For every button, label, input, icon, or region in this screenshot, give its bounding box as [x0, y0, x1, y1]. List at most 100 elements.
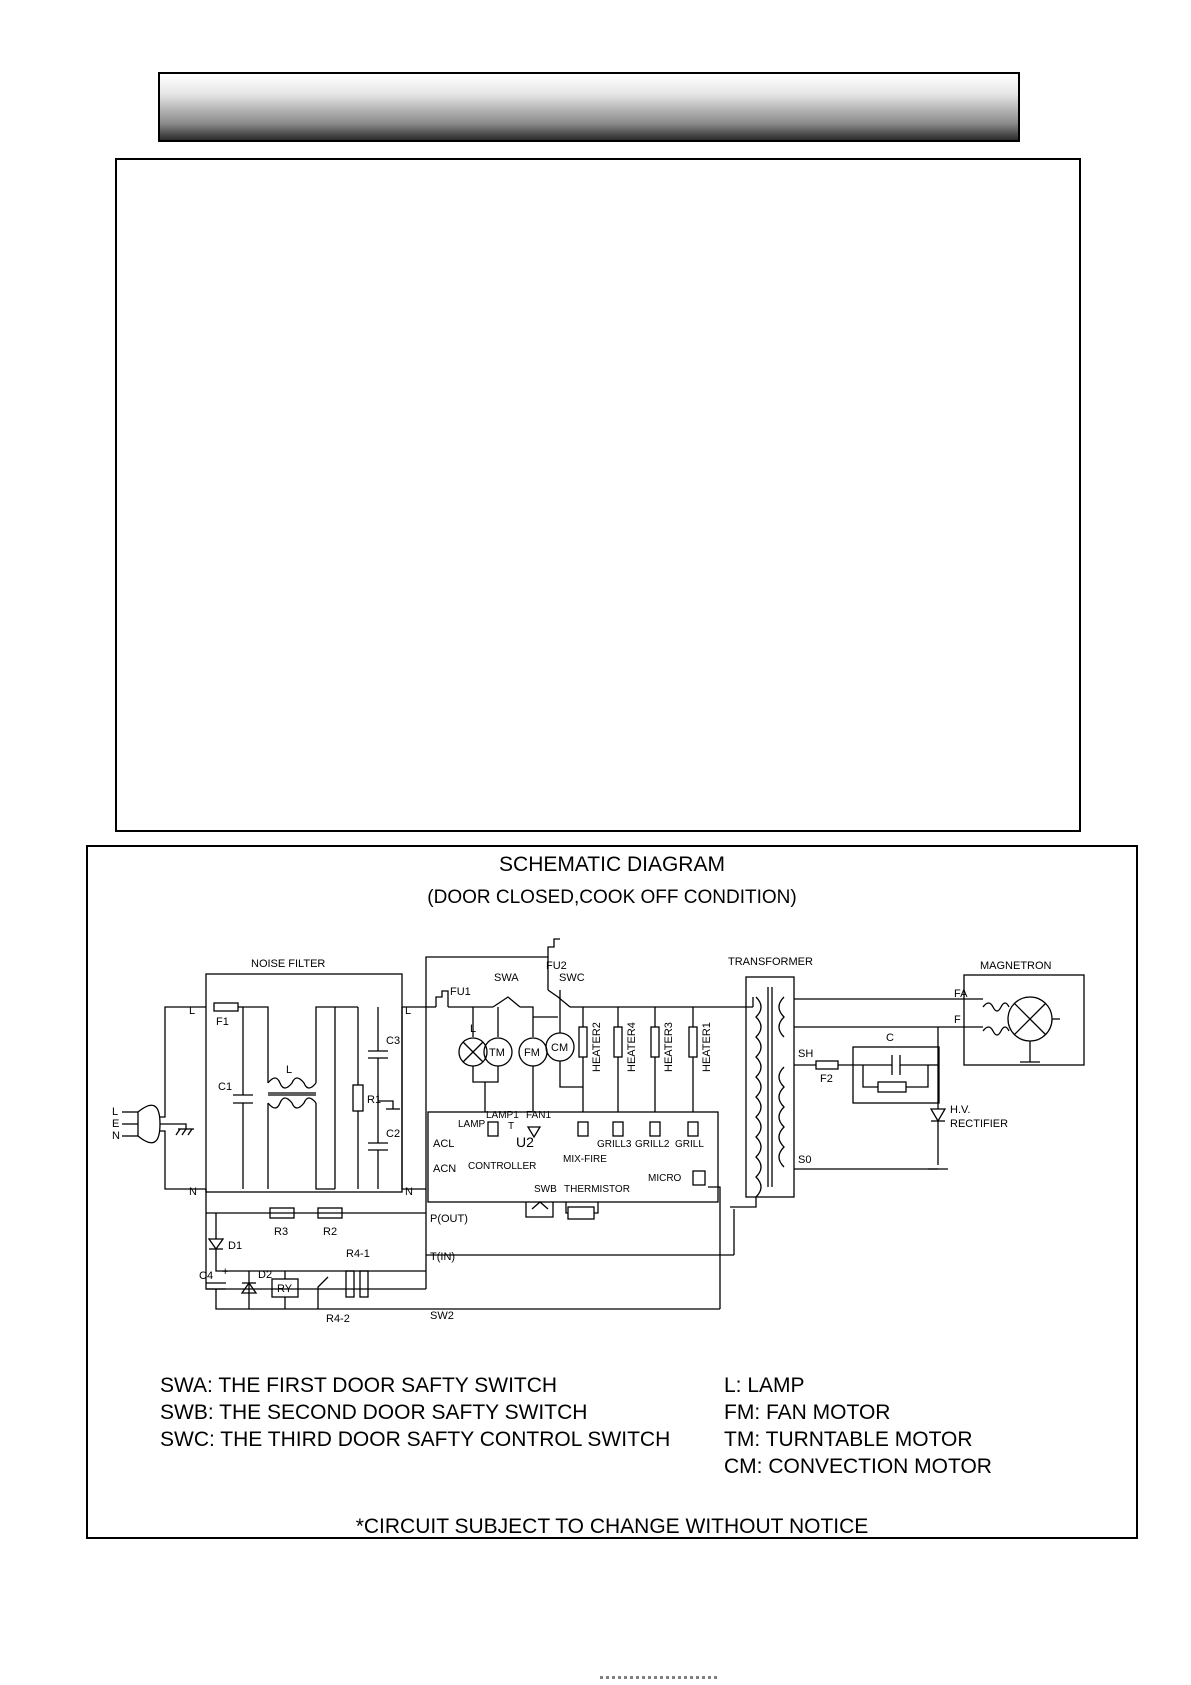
- legend-fm: FM: FAN MOTOR: [724, 1401, 891, 1424]
- transformer-hv-winding: [778, 1066, 785, 1168]
- d2-label: D2: [258, 1269, 272, 1281]
- schematic-subtitle: (DOOR CLOSED,COOK OFF CONDITION): [427, 887, 797, 908]
- r3-label: R3: [274, 1226, 288, 1238]
- magnetron-choke-2: [982, 1026, 1010, 1036]
- plug-n-label: N: [112, 1130, 120, 1142]
- heater3: [650, 1026, 660, 1058]
- legend-swa: SWA: THE FIRST DOOR SAFTY SWITCH: [160, 1374, 558, 1397]
- tm-label: TM: [489, 1047, 505, 1059]
- legend-l: L: LAMP: [724, 1374, 805, 1397]
- filter-out-n-label: N: [405, 1186, 413, 1198]
- legend-tm: TM: TURNTABLE MOTOR: [724, 1428, 973, 1451]
- grill-label: GRILL: [675, 1139, 704, 1150]
- c1-label: C1: [218, 1081, 232, 1093]
- acn-label: ACN: [433, 1163, 456, 1175]
- resistor-r4-1: [345, 1270, 355, 1298]
- diode-d1: [207, 1238, 225, 1251]
- swb-label: SWB: [534, 1184, 557, 1195]
- r2-label: R2: [323, 1226, 337, 1238]
- magnetron-label: MAGNETRON: [980, 960, 1052, 972]
- legend-swc: SWC: THE THIRD DOOR SAFTY CONTROL SWITCH: [160, 1428, 671, 1451]
- f-label: F: [954, 1014, 961, 1026]
- filter-n-label: N: [189, 1186, 197, 1198]
- swa-label: SWA: [494, 972, 519, 984]
- plug-e-label: E: [112, 1118, 119, 1130]
- u2-label: U2: [516, 1134, 534, 1150]
- heater2-label: HEATER2: [591, 1022, 603, 1072]
- relay-mix-fire: [577, 1121, 589, 1137]
- hv-rectifier-label-1: H.V.: [950, 1104, 970, 1116]
- transformer-label: TRANSFORMER: [728, 956, 813, 968]
- relay-micro: [692, 1170, 706, 1186]
- heater1: [688, 1026, 698, 1058]
- micro-label: MICRO: [648, 1173, 682, 1184]
- magnetron-box: [963, 974, 1085, 1066]
- lamp1-label: LAMP1: [486, 1110, 519, 1121]
- triac-u2: [526, 1126, 542, 1139]
- sh-label: SH: [798, 1048, 813, 1060]
- grill2-label: GRILL2: [635, 1139, 670, 1150]
- resistor-r3: [269, 1207, 295, 1219]
- r1-label: R1: [367, 1094, 381, 1106]
- triac-t-label: T: [508, 1121, 514, 1132]
- filter-out-l-label: L: [405, 1005, 411, 1017]
- ry-label: RY: [277, 1283, 293, 1295]
- f2-label: F2: [820, 1073, 833, 1085]
- hv-rectifier-label-2: RECTIFIER: [950, 1118, 1008, 1130]
- schematic-title: SCHEMATIC DIAGRAM: [499, 853, 725, 876]
- fa-label: FA: [954, 988, 968, 1000]
- noise-filter-label: NOISE FILTER: [251, 958, 325, 970]
- magnetron-choke-1: [982, 1002, 1010, 1012]
- c3-label: C3: [386, 1035, 400, 1047]
- legend-left: SWA: THE FIRST DOOR SAFTY SWITCH SWB: TH…: [160, 1372, 670, 1453]
- sw2-label: SW2: [430, 1310, 454, 1322]
- resistor-r1: [352, 1084, 364, 1112]
- relay-lamp1: [487, 1121, 499, 1137]
- plug-l-label: L: [112, 1106, 118, 1118]
- p-out-label: P(OUT): [430, 1213, 468, 1225]
- transformer-primary: [755, 996, 762, 1198]
- fm-label: FM: [524, 1047, 540, 1059]
- switch-swb: [531, 1201, 549, 1210]
- thermistor-label: THERMISTOR: [564, 1184, 630, 1195]
- c4-plus-label: +: [222, 1266, 228, 1278]
- relay-grill3: [612, 1121, 624, 1137]
- choke-coil-top: [267, 1077, 317, 1089]
- fu2-label: FU2: [546, 960, 567, 972]
- relay-grill: [687, 1121, 699, 1137]
- relay-grill2: [649, 1121, 661, 1137]
- fuse-f2: [815, 1060, 839, 1070]
- heater1-label: HEATER1: [701, 1022, 713, 1072]
- f1-label: F1: [216, 1016, 229, 1028]
- t-in-label: T(IN): [430, 1251, 455, 1263]
- fuse-fu2: [547, 938, 560, 957]
- schematic-frame: SCHEMATIC DIAGRAM (DOOR CLOSED,COOK OFF …: [86, 845, 1138, 1539]
- filter-l-label: L: [189, 1005, 195, 1017]
- circuit-note: *CIRCUIT SUBJECT TO CHANGE WITHOUT NOTIC…: [355, 1515, 869, 1538]
- bleeder-resistor: [877, 1081, 907, 1093]
- c2-label: C2: [386, 1128, 400, 1140]
- legend-right: L: LAMP FM: FAN MOTOR TM: TURNTABLE MOTO…: [724, 1372, 992, 1480]
- mains-plug: [137, 1104, 161, 1144]
- r4-2-label: R4-2: [326, 1313, 350, 1325]
- thermistor: [567, 1206, 595, 1220]
- scan-artifact: [600, 1676, 720, 1679]
- fu1-label: FU1: [450, 986, 471, 998]
- mix-fire-label: MIX-FIRE: [563, 1154, 607, 1165]
- fuse-f1: [213, 1002, 239, 1012]
- lamp-relay-label: LAMP: [458, 1119, 486, 1130]
- legend-swb: SWB: THE SECOND DOOR SAFTY SWITCH: [160, 1401, 588, 1424]
- d1-label: D1: [228, 1240, 242, 1252]
- fuse-fu1: [435, 990, 449, 1007]
- swc-label: SWC: [559, 972, 585, 984]
- cm-label: CM: [551, 1042, 568, 1054]
- lamp-l-label: L: [470, 1023, 476, 1035]
- r4-1-label: R4-1: [346, 1248, 370, 1260]
- legend-cm: CM: CONVECTION MOTOR: [724, 1455, 992, 1478]
- c4-label: C4: [199, 1270, 213, 1282]
- blank-text-frame: [115, 158, 1081, 832]
- heater4: [613, 1026, 623, 1058]
- transformer-filament-winding: [778, 996, 785, 1038]
- transformer-box: [745, 976, 795, 1198]
- so-label: S0: [798, 1154, 811, 1166]
